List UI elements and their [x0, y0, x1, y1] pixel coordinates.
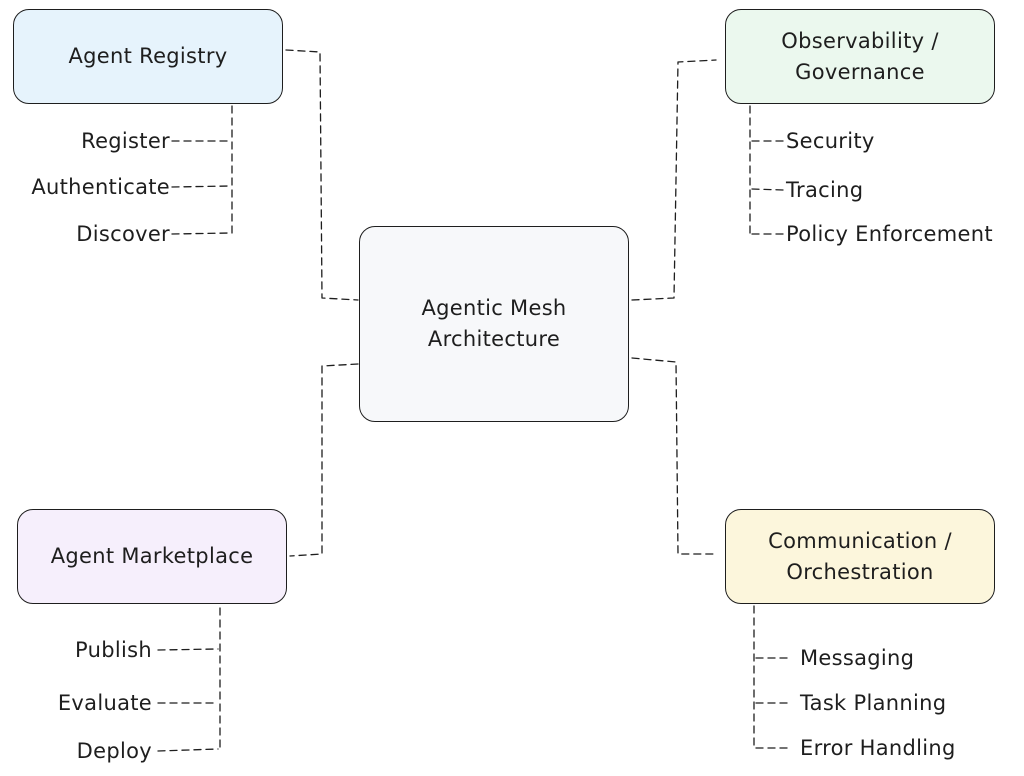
center-node[interactable]: Agentic Mesh Architecture — [359, 226, 629, 422]
connector-communication — [631, 357, 717, 555]
connector-registry — [285, 49, 359, 301]
agent-marketplace-label: Agent Marketplace — [50, 544, 254, 568]
agent-registry-label: Agent Registry — [68, 44, 228, 68]
observability-item-policy-enforcement: Policy Enforcement — [786, 222, 993, 246]
observability-item-tracing: Tracing — [786, 178, 864, 202]
observability-governance-node[interactable]: Observability / Governance — [725, 9, 995, 104]
center-node-label: Agentic Mesh Architecture — [421, 296, 567, 351]
observability-governance-label: Observability / Governance — [781, 28, 939, 84]
communication-orchestration-node[interactable]: Communication / Orchestration — [725, 509, 995, 604]
observability-item-security: Security — [786, 129, 875, 153]
connector-observability — [631, 59, 717, 301]
communication-item-error-handling: Error Handling — [800, 736, 956, 760]
marketplace-item-evaluate: Evaluate — [57, 691, 152, 715]
connector-marketplace — [289, 363, 359, 557]
registry-item-authenticate: Authenticate — [31, 175, 170, 199]
agent-marketplace-node[interactable]: Agent Marketplace — [17, 509, 287, 604]
communication-item-messaging: Messaging — [800, 646, 915, 670]
marketplace-item-publish: Publish — [75, 638, 152, 662]
marketplace-item-deploy: Deploy — [76, 739, 152, 763]
registry-item-register: Register — [81, 129, 170, 153]
communication-orchestration-label: Communication / Orchestration — [768, 528, 952, 584]
registry-item-discover: Discover — [76, 222, 170, 246]
agent-registry-node[interactable]: Agent Registry — [13, 9, 283, 104]
communication-item-task-planning: Task Planning — [800, 691, 947, 715]
